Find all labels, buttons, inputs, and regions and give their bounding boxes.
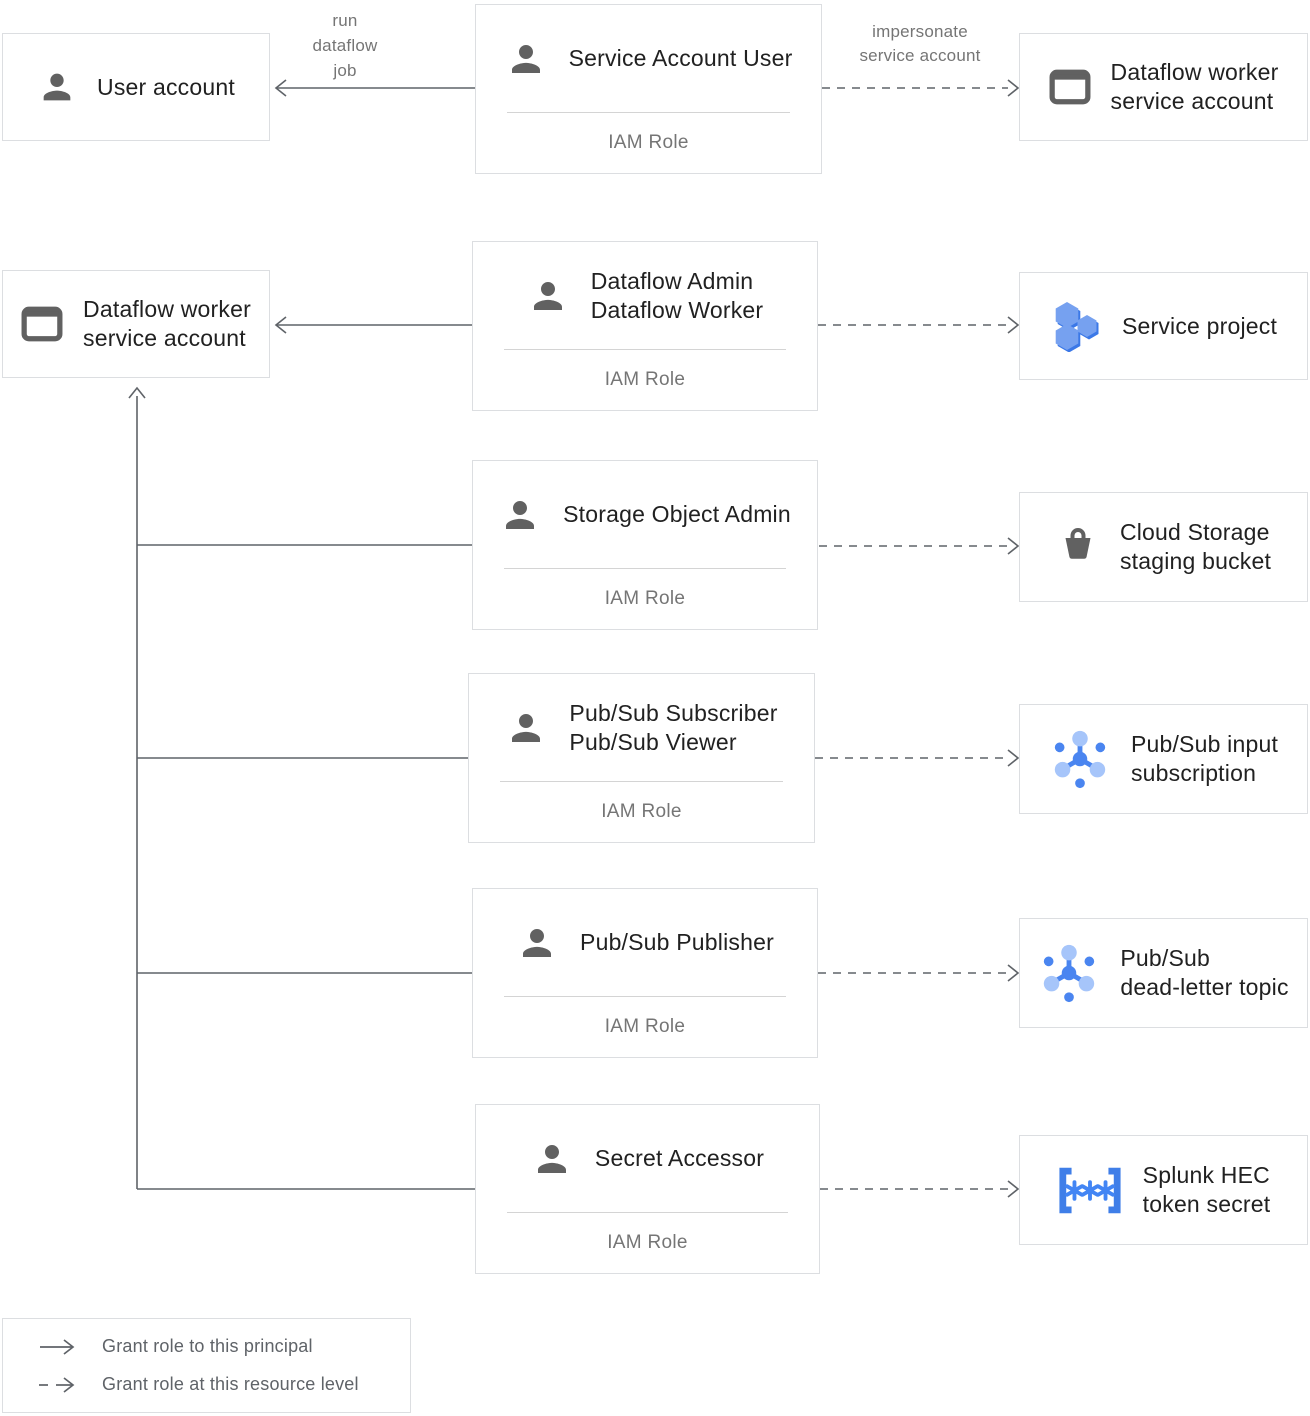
role-subtitle: IAM Role <box>604 588 686 609</box>
pubsub-icon <box>1049 726 1111 792</box>
arrow-dataflow-admin-to-worker-sa <box>274 316 472 334</box>
person-icon <box>531 1138 573 1180</box>
project-hexagons-icon <box>1050 300 1102 352</box>
node-dataflow-worker-service-account-left: Dataflow worker service account <box>2 270 270 378</box>
node-splunk-hec-token-secret: Splunk HEC token secret <box>1019 1135 1308 1245</box>
person-icon <box>505 38 547 80</box>
role-subtitle: IAM Role <box>607 1232 688 1253</box>
node-storage-object-admin: Storage Object Admin IAM Role <box>472 460 818 630</box>
service-account-card-icon <box>1049 69 1091 105</box>
arrow-to-dead-letter-topic <box>818 964 1020 982</box>
node-user-account: User account <box>2 33 270 141</box>
edge-label-impersonate-service-account: impersonate service account <box>859 22 981 65</box>
legend-label-dashed: Grant role at this resource level <box>102 1374 359 1394</box>
role-subtitle: IAM Role <box>604 369 686 390</box>
person-icon <box>527 275 569 317</box>
arrow-run-dataflow-job <box>274 79 475 97</box>
person-icon <box>37 67 77 107</box>
role-title: Secret Accessor <box>594 1145 765 1171</box>
arrow-to-staging-bucket <box>819 537 1020 555</box>
node-dataflow-worker-service-account-top: Dataflow worker service account <box>1019 33 1308 141</box>
solid-arrow-icon <box>39 1338 83 1355</box>
node-service-account-user: Service Account User IAM Role <box>475 4 822 174</box>
role-subtitle: IAM Role <box>608 132 689 153</box>
legend-label-solid: Grant role to this principal <box>102 1336 313 1356</box>
node-label: User account <box>97 73 235 100</box>
edge-label-run-dataflow-job: run dataflow job <box>312 11 378 80</box>
arrow-impersonate-service-account <box>822 79 1020 97</box>
role-title: Service Account User <box>568 45 793 71</box>
legend: Grant role to this principal Grant role … <box>2 1318 411 1413</box>
role-title: Dataflow Admin Dataflow Worker <box>590 267 764 323</box>
secret-token-icon <box>1057 1167 1123 1214</box>
node-pubsub-publisher: Pub/Sub Publisher IAM Role <box>472 888 818 1058</box>
arrow-to-splunk-secret <box>820 1180 1020 1198</box>
dashed-arrow-icon <box>39 1376 83 1393</box>
person-icon <box>516 922 558 964</box>
node-pubsub-subscriber-viewer: Pub/Sub Subscriber Pub/Sub Viewer IAM Ro… <box>468 673 815 843</box>
node-label: Dataflow worker service account <box>83 296 251 351</box>
node-label: Splunk HEC token secret <box>1142 1162 1271 1217</box>
service-account-card-icon <box>21 306 63 342</box>
node-label: Cloud Storage staging bucket <box>1119 519 1272 574</box>
legend-row-dashed: Grant role at this resource level <box>39 1374 410 1395</box>
role-subtitle: IAM Role <box>604 1016 686 1037</box>
role-title: Pub/Sub Publisher <box>580 929 774 955</box>
arrow-to-input-subscription <box>815 749 1020 767</box>
trunk-to-worker-service-account <box>128 386 475 1190</box>
node-secret-accessor: Secret Accessor IAM Role <box>475 1104 820 1274</box>
node-label: Pub/Sub input subscription <box>1130 731 1279 786</box>
node-label: Service project <box>1121 312 1278 339</box>
role-subtitle: IAM Role <box>601 801 682 822</box>
pubsub-icon <box>1038 940 1100 1006</box>
node-cloud-storage-staging-bucket: Cloud Storage staging bucket <box>1019 492 1308 602</box>
divider <box>504 568 786 569</box>
role-title: Pub/Sub Subscriber Pub/Sub Viewer <box>569 699 778 755</box>
legend-row-solid: Grant role to this principal <box>39 1336 410 1357</box>
role-title: Storage Object Admin <box>563 501 791 527</box>
person-icon <box>499 494 541 536</box>
divider <box>507 112 790 113</box>
node-label: Pub/Sub dead-letter topic <box>1120 945 1289 1000</box>
arrow-to-service-project <box>818 316 1020 334</box>
divider <box>504 996 786 997</box>
divider <box>500 781 783 782</box>
node-service-project: Service project <box>1019 272 1308 380</box>
divider <box>507 1212 788 1213</box>
node-pubsub-dead-letter-topic: Pub/Sub dead-letter topic <box>1019 918 1308 1028</box>
node-dataflow-admin-worker: Dataflow Admin Dataflow Worker IAM Role <box>472 241 818 411</box>
node-pubsub-input-subscription: Pub/Sub input subscription <box>1019 704 1308 814</box>
node-label: Dataflow worker service account <box>1110 59 1279 114</box>
divider <box>504 349 786 350</box>
person-icon <box>505 707 547 749</box>
storage-bucket-icon <box>1056 525 1100 569</box>
